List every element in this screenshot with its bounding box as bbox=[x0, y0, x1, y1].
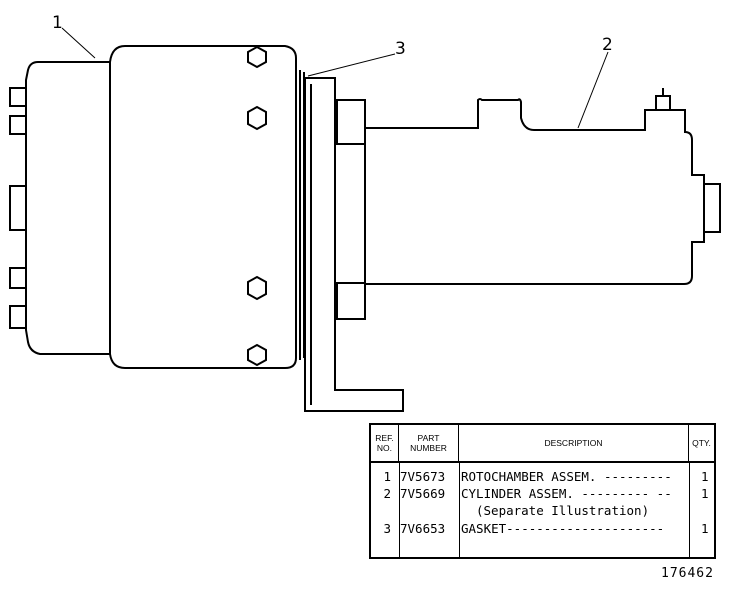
callout-leader-3 bbox=[307, 53, 396, 77]
header-ref-no: REF.NO. bbox=[371, 425, 399, 463]
header-qty: QTY. bbox=[689, 425, 714, 463]
table-row: 1 7V5673 ROTOCHAMBER ASSEM. --------- 1 bbox=[383, 469, 709, 484]
rotochamber-rear-cover bbox=[25, 61, 110, 355]
callout-leader-2 bbox=[577, 51, 609, 129]
table-row: 2 7V5669 CYLINDER ASSEM. --------- -- 1 bbox=[383, 486, 709, 501]
mounting-bracket bbox=[304, 77, 404, 412]
body-hex-bolts bbox=[247, 45, 267, 367]
callout-3: 3 bbox=[395, 39, 406, 59]
rotochamber-body bbox=[109, 45, 297, 369]
callout-leader-1 bbox=[61, 27, 96, 59]
table-row: (Separate Illustration) bbox=[476, 503, 650, 518]
table-row: 3 7V6653 GASKET--------------------- 1 bbox=[383, 521, 709, 536]
header-description: DESCRIPTION bbox=[459, 425, 689, 463]
callout-1: 1 bbox=[52, 13, 63, 33]
rear-cover-bolts bbox=[9, 87, 27, 329]
drawing-number: 176462 bbox=[661, 566, 714, 581]
callout-2: 2 bbox=[602, 35, 613, 55]
cylinder-assembly bbox=[364, 98, 705, 285]
